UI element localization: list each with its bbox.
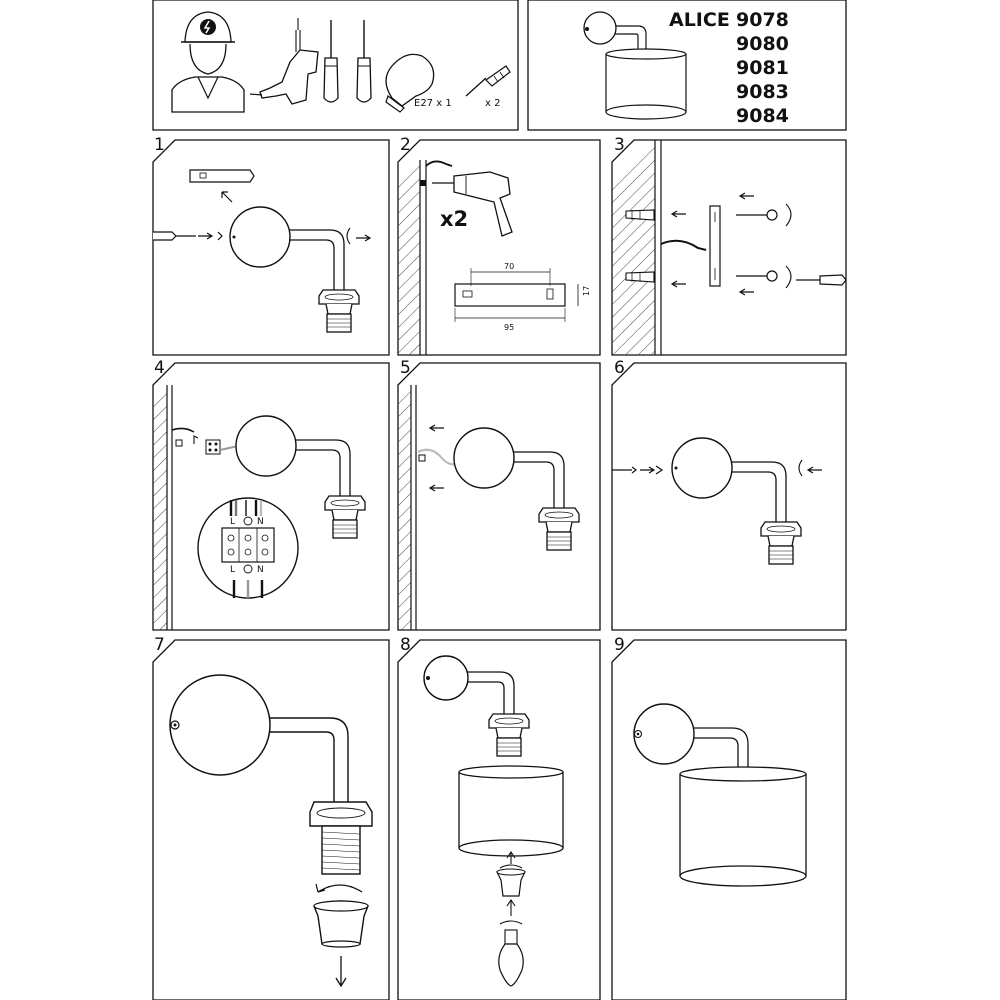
wall-plug-label: x 2 <box>485 98 500 109</box>
terminal-block <box>205 439 239 455</box>
lamp-arm <box>671 437 802 565</box>
model-code: 9083 <box>736 81 789 103</box>
mounting-bracket <box>189 169 255 183</box>
rotate-icon <box>785 203 792 227</box>
step-7-panel: 7 <box>152 635 390 1000</box>
mounting-bracket <box>709 205 721 287</box>
screw-icon <box>217 231 223 241</box>
terminal-label: N <box>257 517 264 527</box>
rotate-icon <box>317 884 363 893</box>
rotate-icon <box>499 920 523 925</box>
lamp-arm <box>423 655 530 757</box>
wall-plug-icon <box>465 65 511 97</box>
step-number: 4 <box>154 358 165 378</box>
terminal-label: L <box>230 517 235 527</box>
wall <box>398 160 420 355</box>
drill-icon <box>249 18 319 105</box>
cable <box>417 448 457 466</box>
step-number: 8 <box>400 635 411 655</box>
arrow-icon <box>335 956 347 988</box>
screw-icon <box>612 466 637 474</box>
cable <box>425 160 453 167</box>
terminal-label: N <box>257 565 264 575</box>
light-bulb-icon <box>385 53 435 113</box>
rotate-icon <box>499 864 523 869</box>
lamp-arm <box>229 206 360 333</box>
model-code: 9078 <box>736 9 789 31</box>
screw-icon <box>736 209 778 282</box>
socket-ring <box>313 900 369 948</box>
step-number: 3 <box>614 135 625 155</box>
step-number: 9 <box>614 635 625 655</box>
rotate-icon <box>798 459 803 477</box>
wall <box>398 385 411 630</box>
arrow-icon <box>221 191 233 203</box>
model-code: 9080 <box>736 33 789 55</box>
step-4-panel: 4 <box>152 358 390 631</box>
screwdriver-icon <box>796 274 847 286</box>
model-code: 9084 <box>736 105 789 127</box>
wiring-detail <box>197 497 299 599</box>
terminal-label: L <box>230 565 235 575</box>
step-6-panel: 6 <box>611 358 847 631</box>
tools-panel: E27 x 1 x 2 <box>152 0 519 131</box>
step-2-panel: 2 x2 70 95 17 <box>397 135 601 356</box>
assembled-lamp <box>633 703 807 887</box>
step-8-panel: 8 <box>397 635 601 1000</box>
step-number: 2 <box>400 135 411 155</box>
step-number: 1 <box>154 135 165 155</box>
cable <box>660 239 707 251</box>
screwdriver-icon <box>323 20 372 103</box>
bulb-label: E27 x 1 <box>414 98 452 109</box>
screwdriver-icon <box>153 231 196 241</box>
step-number: 5 <box>400 358 411 378</box>
electrician-icon <box>171 11 245 113</box>
lamp-shade <box>458 765 564 857</box>
wall-plug-icon <box>625 209 655 283</box>
bracket-dimensions <box>454 268 579 322</box>
wall <box>612 140 655 355</box>
quantity-label: x2 <box>440 207 468 231</box>
rotate-icon <box>785 265 792 289</box>
dimension-label: 17 <box>582 286 591 296</box>
model-code: 9081 <box>736 57 789 79</box>
lamp-arm <box>169 674 349 802</box>
lamp-socket <box>309 801 373 875</box>
light-bulb-icon <box>498 929 524 987</box>
step-number: 6 <box>614 358 625 378</box>
dimension-label: 70 <box>504 262 514 271</box>
lamp-arm <box>453 427 580 551</box>
model-name: ALICE <box>669 9 730 31</box>
drill-icon <box>432 171 513 237</box>
lamp-arm <box>235 415 366 539</box>
dimension-label: 95 <box>504 323 514 332</box>
cable <box>171 427 195 433</box>
step-3-panel: 3 <box>611 135 847 356</box>
step-number: 7 <box>154 635 165 655</box>
step-5-panel: 5 <box>397 358 601 631</box>
product-panel: ALICE 9078 9080 9081 9083 9084 <box>527 0 847 131</box>
step-1-panel: 1 <box>152 135 390 356</box>
wall <box>153 385 167 630</box>
rotate-icon <box>346 227 351 245</box>
lamp-preview <box>583 11 687 120</box>
step-9-panel: 9 <box>611 635 847 1000</box>
socket-ring <box>496 868 526 897</box>
